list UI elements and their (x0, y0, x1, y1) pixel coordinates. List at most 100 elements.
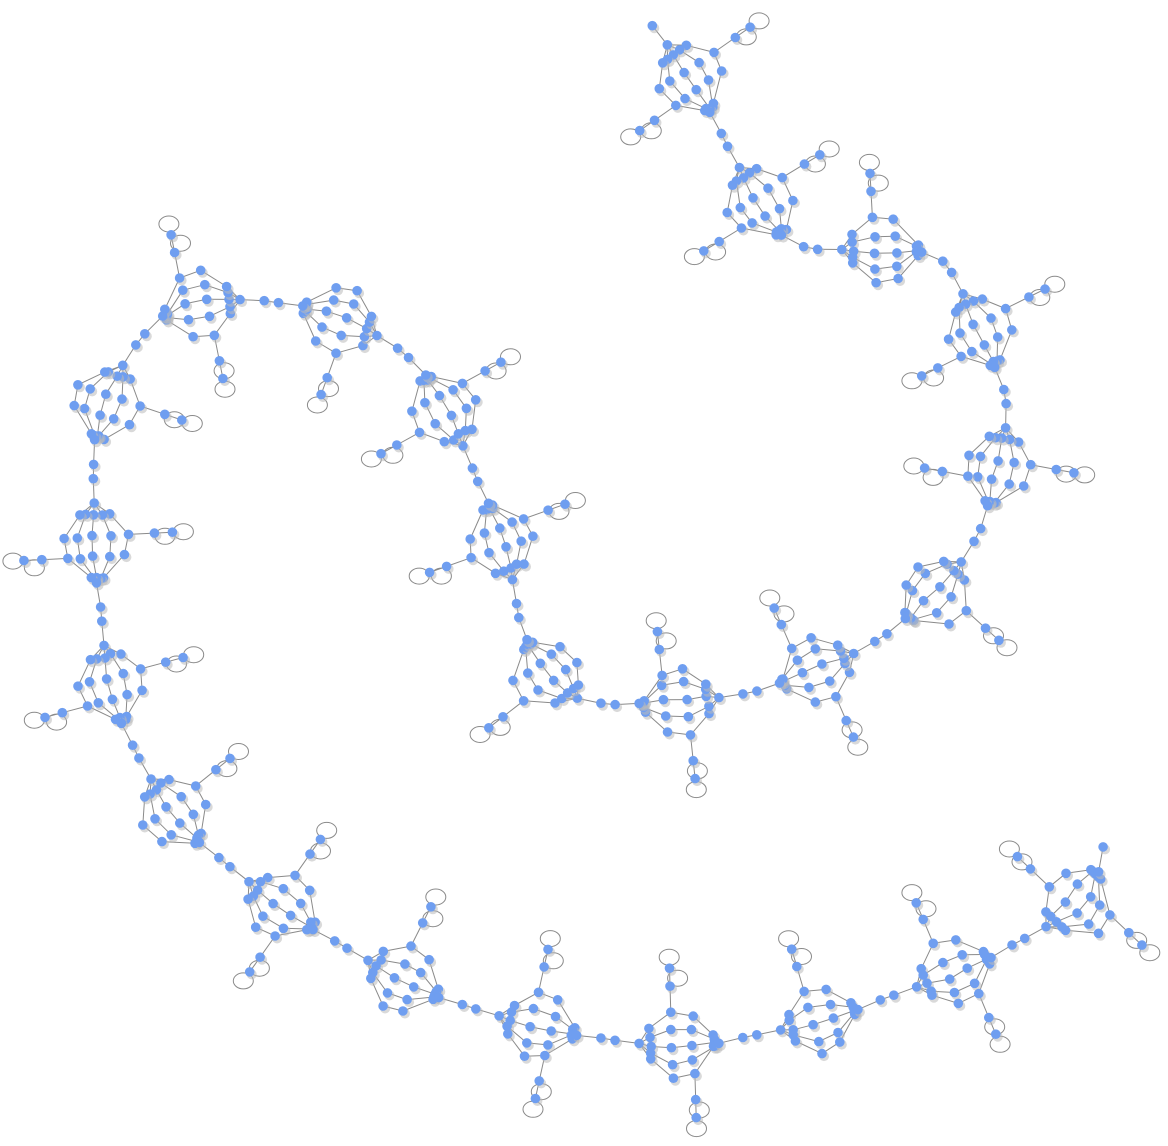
graph-node (519, 1051, 530, 1061)
graph-node (259, 295, 270, 306)
graph-node (975, 451, 986, 462)
graph-node (95, 602, 106, 612)
graph-node (480, 366, 490, 376)
graph-node (118, 668, 128, 679)
graph-node (392, 440, 402, 450)
graph-node (328, 295, 339, 305)
graph-node (519, 559, 529, 569)
graph-node (911, 898, 921, 908)
graph-node (946, 267, 957, 278)
graph-node (415, 967, 426, 978)
graph-node (403, 352, 414, 363)
graph-node (514, 612, 524, 623)
graph-node (59, 533, 69, 544)
graph-node (441, 561, 452, 572)
graph-node (821, 984, 831, 995)
graph-node (974, 988, 984, 999)
graph-node (752, 686, 762, 696)
graph-node (832, 640, 843, 650)
graph-node (523, 668, 533, 678)
graph-node (664, 963, 675, 973)
graph-node (174, 273, 185, 283)
graph-node (828, 1013, 839, 1023)
graph-node (483, 498, 494, 509)
graph-node (511, 559, 522, 569)
graph-node (124, 419, 135, 430)
graph-node (667, 1059, 678, 1070)
graph-node (686, 1024, 697, 1035)
self-loop (158, 215, 180, 233)
graph-node (892, 248, 902, 258)
graph-node (221, 281, 232, 292)
graph-node (273, 297, 284, 308)
graph-node (398, 1006, 408, 1016)
graph-node (1004, 479, 1014, 489)
graph-node (295, 898, 306, 909)
graph-node (691, 1112, 701, 1123)
graph-node (808, 1019, 818, 1030)
graph-node (123, 529, 134, 540)
graph-node (967, 346, 977, 357)
graph-node (479, 528, 490, 538)
graph-node (961, 605, 972, 616)
graph-node (701, 679, 711, 689)
self-loop (1126, 931, 1148, 949)
graph-node (525, 1021, 535, 1032)
graph-node (528, 1003, 539, 1014)
graph-node (1019, 933, 1030, 944)
graph-node (200, 799, 211, 810)
graph-node (847, 229, 857, 240)
graph-node (214, 356, 225, 366)
graph-node (1009, 457, 1019, 468)
graph-node (736, 223, 747, 233)
graph-edge (402, 998, 434, 1012)
graph-node (668, 1073, 679, 1083)
graph-node (378, 1001, 388, 1011)
graph-node (956, 351, 966, 362)
graph-node (911, 982, 922, 992)
graph-node (146, 774, 156, 784)
graph-edge (103, 424, 130, 440)
graph-node (817, 1048, 827, 1059)
graph-node (331, 348, 341, 359)
graph-node (160, 657, 171, 667)
graph-node (871, 277, 881, 288)
graph-node (776, 230, 787, 240)
graph-node (278, 923, 289, 934)
graph-node (178, 285, 188, 296)
graph-node (176, 791, 186, 802)
graph-node (760, 211, 770, 221)
graph-node (127, 740, 138, 750)
graph-node (865, 168, 875, 179)
graph-node (378, 946, 389, 957)
graph-node (687, 1055, 698, 1065)
graph-node (1018, 481, 1029, 491)
graph-node (211, 764, 221, 775)
graph-node (792, 961, 802, 972)
graph-node (986, 952, 996, 963)
graph-node (87, 530, 97, 541)
graph-node (164, 774, 174, 785)
graph-node (100, 367, 110, 377)
graph-node (255, 876, 266, 887)
graph-node (522, 1038, 532, 1048)
graph-node (848, 648, 859, 659)
graph-node (37, 554, 47, 565)
graph-node (93, 698, 104, 708)
graph-node (209, 330, 220, 341)
graph-node (688, 1011, 698, 1021)
graph-node (1013, 437, 1024, 447)
graph-node (308, 924, 318, 935)
graph-node (262, 872, 273, 883)
graph-node (806, 633, 816, 643)
graph-node (88, 459, 99, 470)
graph-node (962, 963, 972, 973)
graph-node (944, 974, 955, 984)
graph-node (825, 999, 836, 1010)
graph-node (244, 876, 254, 887)
graph-node (467, 463, 478, 473)
graph-node (439, 436, 450, 447)
graph-node (225, 861, 235, 872)
graph-node (957, 950, 967, 960)
graph-node (543, 944, 553, 955)
